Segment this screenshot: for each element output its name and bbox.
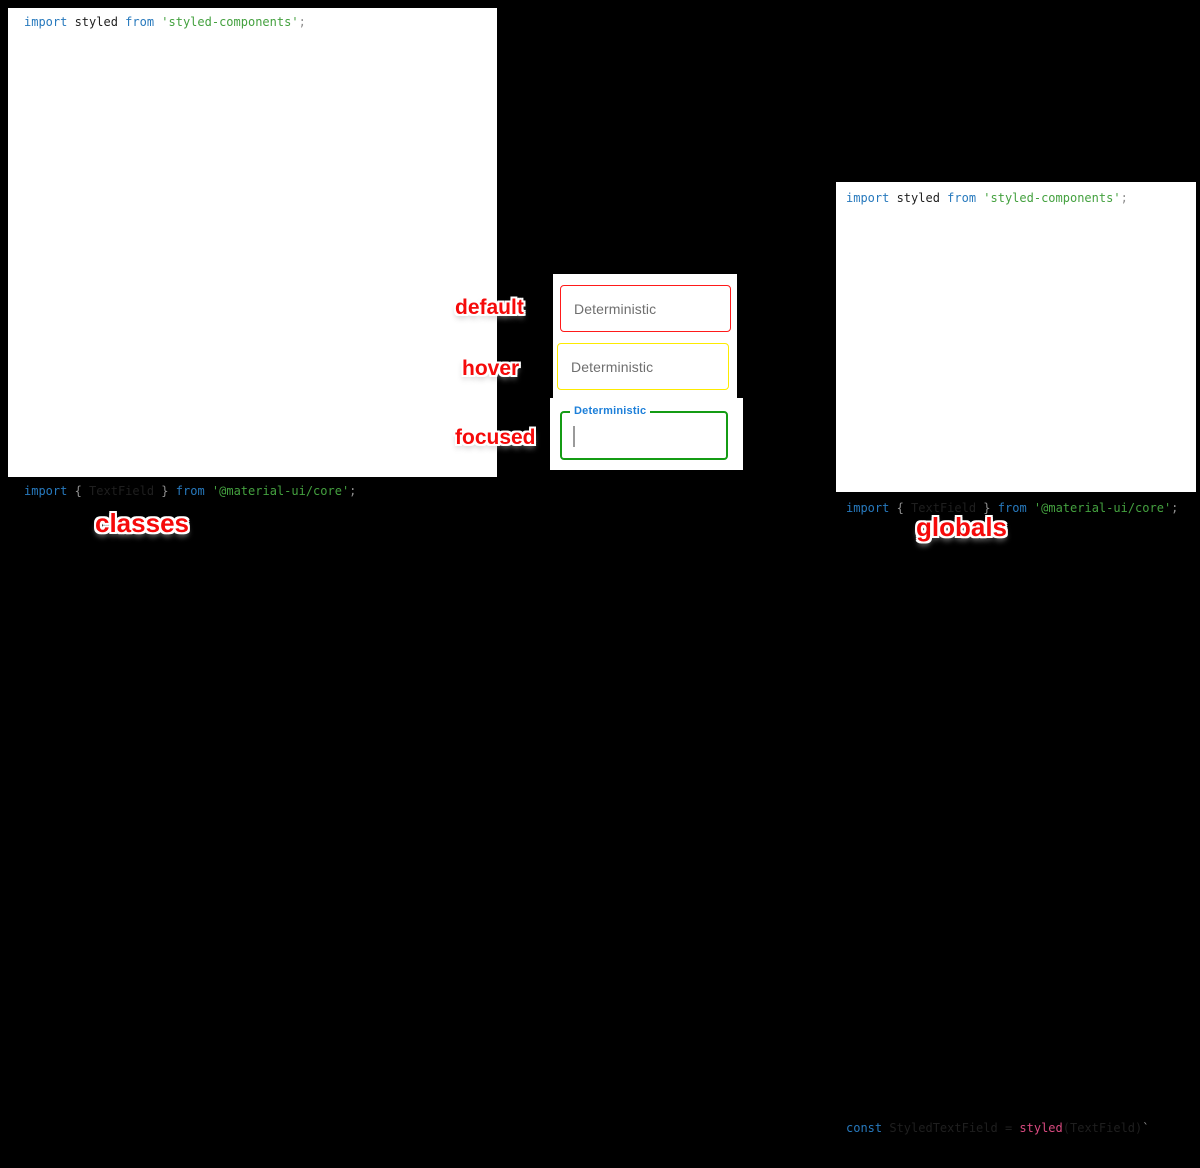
default-state-label: default — [455, 296, 524, 319]
placeholder-text: Deterministic — [571, 358, 654, 375]
code-line: import styled from 'styled-components'; — [846, 191, 1128, 205]
code-line: import { TextField } from '@material-ui/… — [24, 484, 357, 498]
textfield-default[interactable]: Deterministic — [560, 285, 731, 332]
code-panel-globals: import styled from 'styled-components'; i… — [836, 182, 1196, 1135]
caption-classes: classes — [95, 508, 189, 538]
code-line: import { TextField } from '@material-ui/… — [846, 501, 1179, 515]
text-cursor — [573, 426, 575, 447]
code-line — [24, 951, 497, 1168]
focused-state-label: focused — [455, 426, 536, 449]
code-line — [846, 809, 1196, 1119]
textfield-hover[interactable]: Deterministic — [557, 343, 729, 390]
code-line: const StyledTextField = styled(TextField… — [846, 1121, 1150, 1135]
floating-label: Deterministic — [570, 405, 651, 417]
caption-globals: globals — [916, 512, 1008, 542]
placeholder-text: Deterministic — [574, 300, 657, 317]
code-panel-classes: import styled from 'styled-components'; i… — [8, 8, 497, 498]
code-line: import styled from 'styled-components'; — [24, 15, 306, 29]
hover-state-label: hover — [462, 357, 520, 380]
textfield-focused[interactable]: Deterministic — [560, 405, 728, 460]
